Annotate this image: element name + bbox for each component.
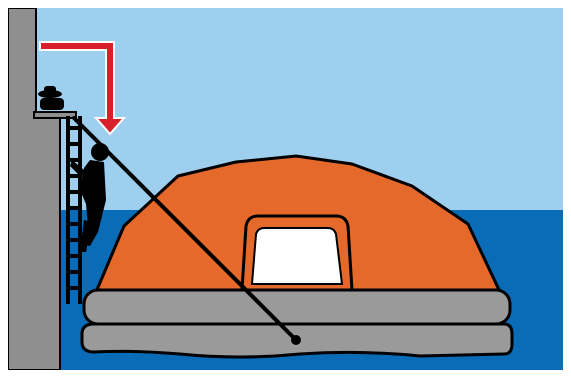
liferaft-upper-tube xyxy=(84,290,510,324)
liferaft-window xyxy=(252,228,342,284)
